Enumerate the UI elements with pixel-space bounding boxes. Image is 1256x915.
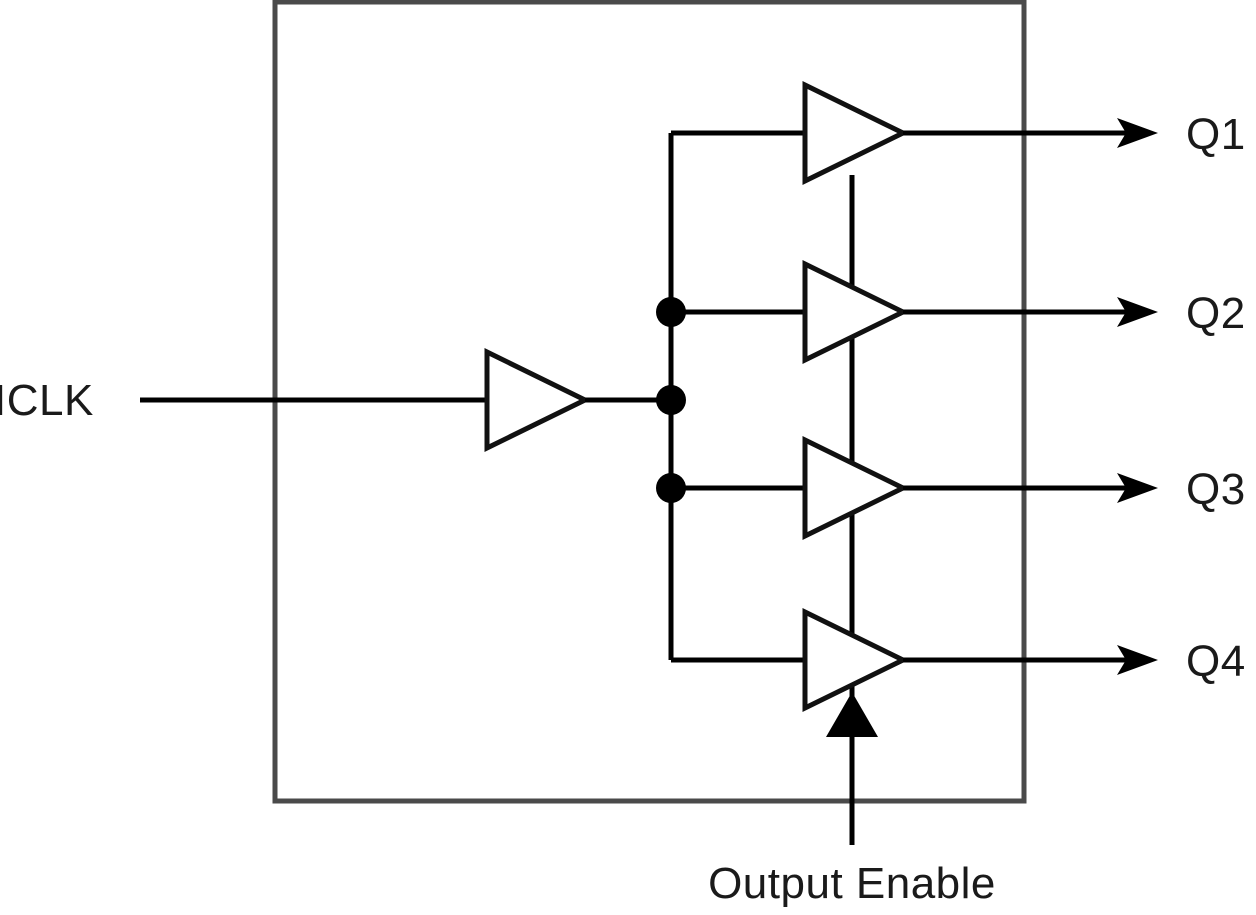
output-arrow-q3	[1117, 473, 1158, 503]
output-enable-arrow	[826, 692, 878, 737]
output-arrow-q4	[1117, 645, 1158, 675]
output-label-q2: Q2	[1186, 289, 1246, 338]
output-buffer-q4	[802, 607, 909, 713]
input-clock-label: ICLK	[0, 376, 94, 425]
input-clock-buffer	[484, 347, 591, 453]
output-buffer-q1	[802, 80, 909, 186]
output-label-q3: Q3	[1186, 465, 1246, 514]
output-arrow-q2	[1117, 297, 1158, 327]
junction-q3-tap	[656, 473, 686, 503]
junction-clock-trunk	[656, 385, 686, 415]
output-label-q4: Q4	[1186, 637, 1246, 686]
output-buffer-q3	[802, 435, 909, 541]
output-buffer-q2	[802, 259, 909, 365]
output-arrow-q1	[1117, 118, 1158, 148]
output-label-q1: Q1	[1186, 110, 1246, 159]
junction-q2-tap	[656, 297, 686, 327]
output-enable-label: Output Enable	[708, 859, 996, 908]
